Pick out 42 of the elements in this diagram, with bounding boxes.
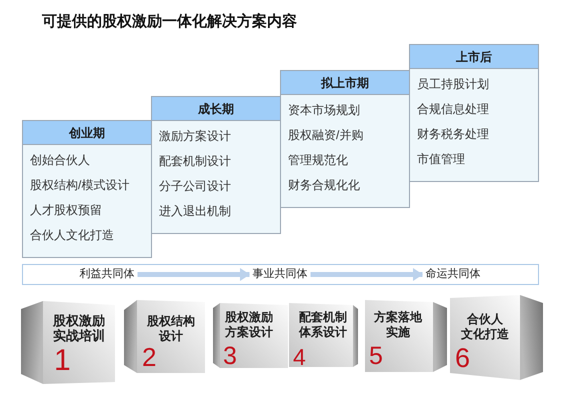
- cube-label: 配套机制体系设计: [299, 310, 347, 340]
- list-item: 管理规范化: [288, 152, 348, 169]
- stage-header: 拟上市期: [281, 71, 409, 95]
- step-number: 6: [455, 345, 470, 372]
- list-item: 员工持股计划: [417, 76, 489, 93]
- step-number: 2: [142, 344, 156, 370]
- stage-card: [151, 96, 281, 234]
- cube-label: 股权激励方案设计: [225, 310, 273, 340]
- step-number: 1: [54, 346, 71, 376]
- list-item: 合规信息处理: [417, 101, 489, 118]
- step-number: 3: [223, 344, 237, 369]
- list-item: 进入退出机制: [159, 203, 231, 220]
- stage-card: [280, 70, 410, 208]
- arrow: [138, 268, 250, 281]
- list-item: 合伙人文化打造: [30, 227, 114, 244]
- stage-header: 创业期: [23, 121, 151, 145]
- list-item: 市值管理: [417, 151, 465, 168]
- strip-label: 命运共同体: [426, 266, 480, 283]
- stage-card: [22, 120, 152, 258]
- list-item: 配套机制设计: [159, 153, 231, 170]
- strip-label: 利益共同体: [80, 266, 134, 283]
- step-number: 5: [369, 344, 383, 369]
- list-item: 财务税务处理: [417, 126, 489, 143]
- cube-label: 股权结构设计: [147, 314, 195, 344]
- stage-card: [409, 44, 539, 182]
- cube-label: 方案落地实施: [374, 310, 422, 340]
- list-item: 人才股权预留: [30, 202, 102, 219]
- list-item: 股权融资/并购: [288, 127, 364, 144]
- list-item: 创始合伙人: [30, 152, 90, 169]
- stage-header: 上市后: [410, 45, 538, 69]
- list-item: 分子公司设计: [159, 178, 231, 195]
- stage-header: 成长期: [152, 97, 280, 121]
- list-item: 资本市场规划: [288, 102, 360, 119]
- step-number: 4: [293, 346, 306, 369]
- strip-label: 事业共同体: [252, 266, 308, 283]
- cube-label: 合伙人文化打造: [461, 312, 509, 342]
- list-item: 股权结构/模式设计: [30, 177, 130, 194]
- arrow: [310, 268, 423, 281]
- list-item: 激励方案设计: [159, 128, 231, 145]
- diagram-title: 可提供的股权激励一体化解决方案内容: [42, 12, 297, 32]
- list-item: 财务合规化化: [288, 177, 360, 194]
- cube-label: 股权激励实战培训: [53, 313, 105, 343]
